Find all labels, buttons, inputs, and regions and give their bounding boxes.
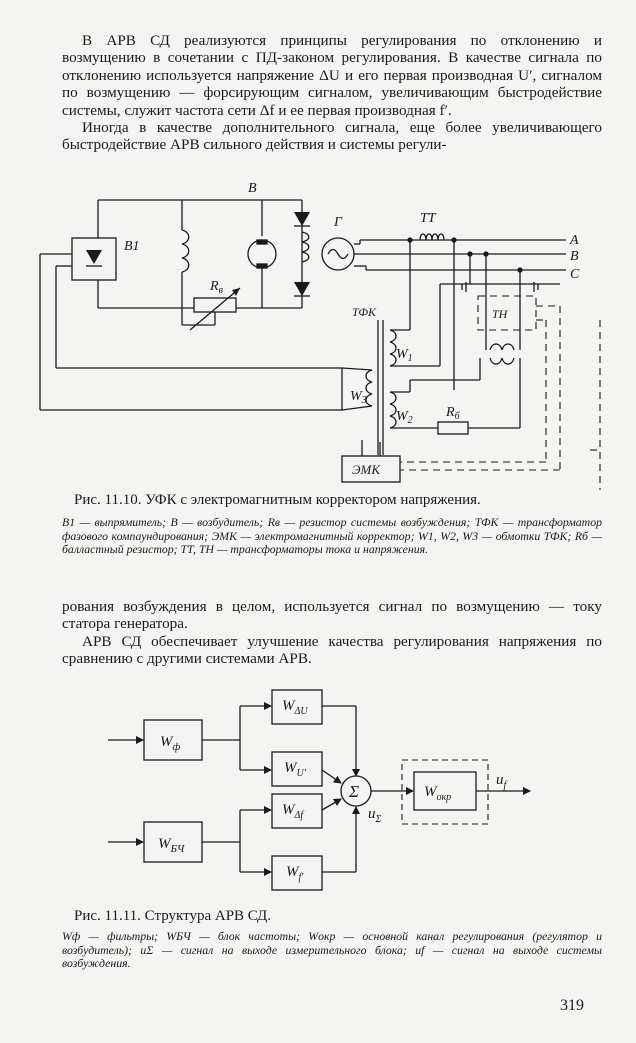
paragraph-3: рования возбуждения в целом, используетс… [62, 598, 602, 633]
label-wdf: W [282, 802, 296, 818]
figure-11-10-caption: Рис. 11.10. УФК с электромагнитным корре… [74, 492, 481, 508]
label-tn: ТН [492, 307, 509, 321]
label-u-sigma: u [368, 806, 376, 822]
figure-11-10-legend: В1 — выпрямитель; В — возбудитель; Rв — … [62, 515, 602, 557]
svg-text:W1: W1 [396, 347, 413, 364]
label-w3-sub: 3 [361, 395, 367, 406]
label-uf: u [496, 772, 504, 788]
label-wokr-sub: окр [437, 792, 452, 803]
label-wdu: W [282, 698, 296, 714]
label-phase-c: C [570, 267, 580, 282]
svg-text:WБЧ: WБЧ [158, 836, 186, 855]
paragraph-2: Иногда в качестве дополнительного сигнал… [62, 119, 602, 154]
svg-text:Wокр: Wокр [424, 784, 451, 803]
figure-11-11-legend: Wф — фильтры; WБЧ — блок частоты; Wокр —… [62, 929, 602, 971]
svg-text:W3: W3 [350, 389, 367, 406]
paragraph-top: В АРВ СД реализуются принципы регулирова… [62, 32, 602, 154]
paragraph-4: АРВ СД обеспечивает улучшение качества р… [62, 632, 602, 668]
label-uf-sub: f [504, 780, 508, 791]
svg-text:W2: W2 [396, 409, 413, 426]
label-w3: W [350, 389, 363, 404]
label-emk: ЭМК [352, 462, 381, 477]
label-wf: W [160, 734, 174, 750]
label-u-sigma-sub: Σ [375, 814, 382, 825]
label-w1-sub: 1 [408, 353, 413, 364]
block-wf [143, 719, 203, 761]
label-sum: Σ [348, 782, 359, 801]
label-rb-sub: б [455, 411, 461, 422]
svg-text:Rв: Rв [209, 279, 224, 296]
block-wdf [271, 793, 323, 829]
page-number: 319 [560, 997, 584, 1014]
label-wokr: W [424, 784, 438, 800]
label-g: Г [333, 215, 343, 230]
label-wfp-sub: f′ [299, 872, 305, 883]
resistor-rv [193, 297, 237, 313]
label-tt: ТТ [420, 211, 437, 226]
svg-text:Wf′: Wf′ [286, 864, 304, 883]
label-wdf-sub: Δf [294, 810, 305, 821]
figure-11-11-caption: Рис. 11.11. Структура АРВ СД. [74, 908, 272, 924]
label-wbch-sub: БЧ [170, 843, 186, 855]
rectifier-b1 [71, 237, 117, 281]
block-wu [271, 751, 323, 787]
svg-text:uf: uf [496, 772, 508, 791]
label-tfk: ТФК [352, 305, 377, 319]
svg-text:Rб: Rб [445, 405, 461, 422]
label-rv-sub: в [219, 285, 224, 296]
label-wfp: W [286, 864, 300, 880]
svg-text:WU′: WU′ [284, 760, 307, 779]
block-wbch [143, 821, 203, 863]
label-b: B [248, 181, 257, 196]
label-w2: W [396, 409, 409, 424]
resistor-rb [437, 421, 469, 435]
svg-text:WΔf: WΔf [282, 802, 304, 821]
paragraph-1: В АРВ СД реализуются принципы регулирова… [62, 32, 602, 119]
label-w2-sub: 2 [408, 415, 413, 426]
dashed-frame [401, 759, 489, 825]
block-wfp [271, 855, 323, 891]
label-wu: W [284, 760, 298, 776]
label-wf-sub: ф [173, 741, 181, 753]
label-phase-b: B [570, 249, 579, 264]
label-rb: R [445, 405, 455, 420]
label-wdu-sub: ΔU [294, 706, 309, 717]
label-phase-a: A [569, 233, 579, 248]
label-wu-sub: U′ [297, 768, 307, 779]
svg-text:WΔU: WΔU [282, 698, 308, 717]
figure-11-10-diagram: B1 B Г ТТ A B C Rв ТФК ТН W1 W3 W2 Rб ЭМ… [39, 181, 601, 490]
svg-text:uΣ: uΣ [368, 806, 382, 825]
emk-box [341, 455, 401, 483]
label-b1: B1 [124, 239, 140, 254]
label-wbch: W [158, 836, 172, 852]
label-w1: W [396, 347, 409, 362]
label-rv: R [209, 279, 219, 294]
paragraph-middle: рования возбуждения в целом, используетс… [62, 598, 602, 668]
figure-11-11-diagram: Wф WБЧ WΔU WU′ WΔf Wf′ Σ uΣ Wокр uf [108, 689, 531, 891]
block-wdu [271, 689, 323, 725]
svg-text:Wф: Wф [160, 734, 181, 753]
